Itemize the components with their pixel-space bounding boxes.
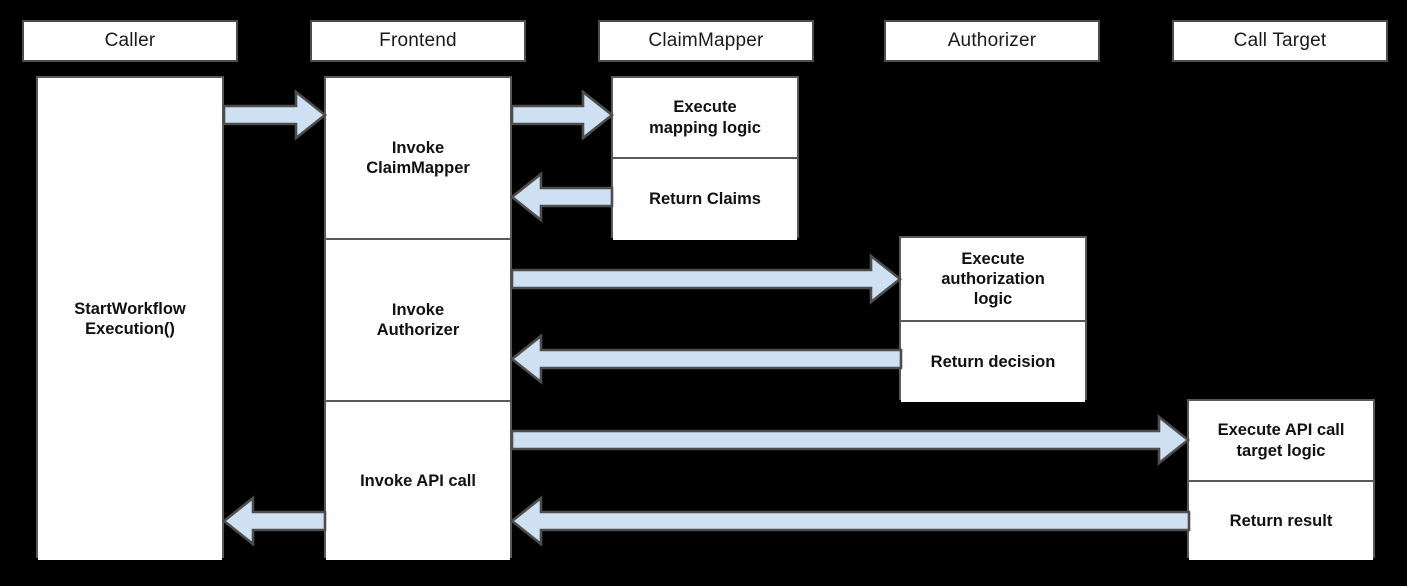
lifeline-label-frontend: Frontend — [379, 30, 457, 51]
lifeline-header-frontend: Frontend — [310, 20, 526, 62]
lifeline-label-claimmapper: ClaimMapper — [648, 30, 764, 51]
lifeline-label-caller: Caller — [104, 30, 156, 51]
arrow-caller-to-frontend — [222, 89, 328, 141]
lifeline-header-claimmapper: ClaimMapper — [598, 20, 814, 62]
lifeline-label-authorizer: Authorizer — [947, 30, 1037, 51]
lifeline-header-authorizer: Authorizer — [884, 20, 1100, 62]
arrow-frontend-to-claimmapper — [510, 89, 615, 141]
step-authorizer-return-decision: Return decision — [901, 320, 1085, 402]
step-claimmapper-return-claims: Return Claims — [613, 157, 797, 240]
arrow-frontend-to-caller — [221, 495, 327, 547]
lifeline-header-caller: Caller — [22, 20, 238, 62]
lifeline-header-calltarget: Call Target — [1172, 20, 1388, 62]
arrow-calltarget-to-frontend — [509, 495, 1191, 547]
lifeline-label-calltarget: Call Target — [1233, 30, 1327, 51]
step-frontend-invoke-api-call: Invoke API call — [326, 400, 510, 560]
arrow-claimmapper-to-frontend — [509, 171, 614, 223]
arrow-frontend-to-calltarget — [510, 414, 1191, 466]
arrow-authorizer-to-frontend — [509, 333, 903, 385]
step-calltarget-return-result: Return result — [1189, 480, 1373, 560]
arrow-frontend-to-authorizer — [510, 253, 903, 305]
